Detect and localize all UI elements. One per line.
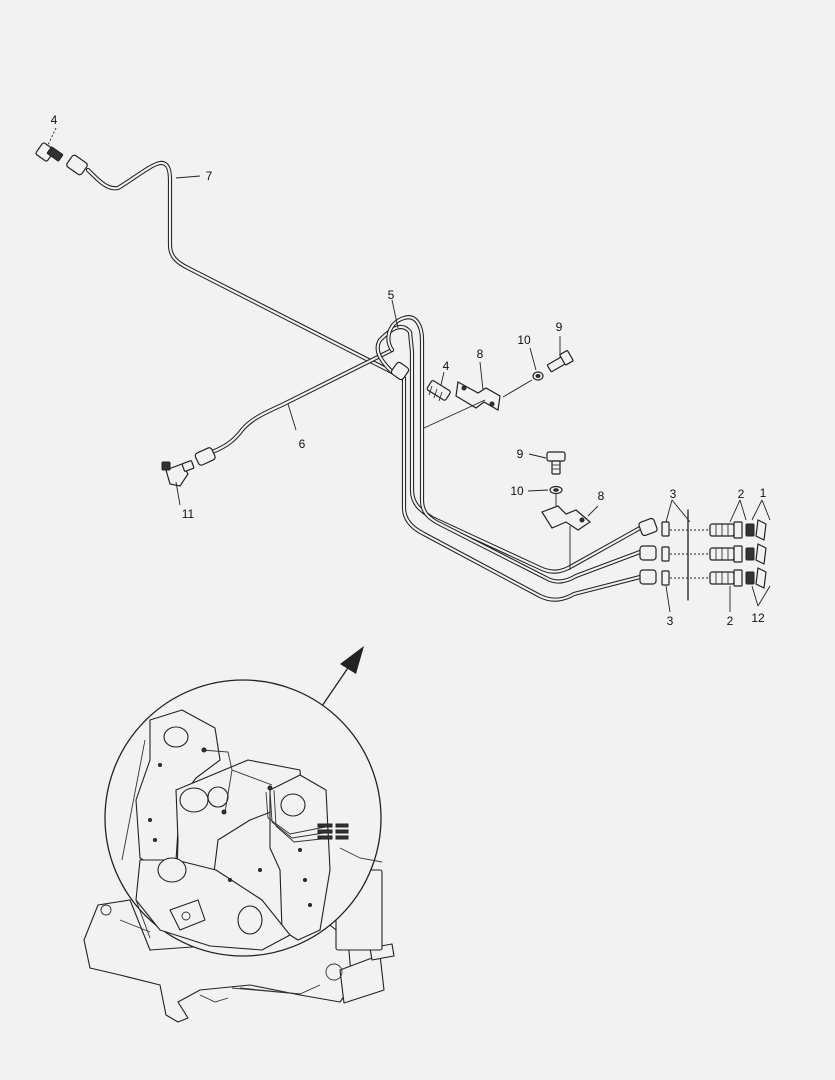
callout-4-left: 4: [51, 113, 58, 127]
clamp-8-lower: [541, 494, 591, 570]
leader-lines: [175, 175, 771, 613]
seal-ring-3: [661, 521, 670, 586]
callout-11: 11: [182, 507, 195, 521]
pipe-nut-5: [390, 361, 410, 381]
pipe-nut-7: [66, 154, 88, 176]
callout-3-upper: 3: [670, 487, 677, 501]
pipe-5-lower: [401, 375, 643, 602]
adapter-fitting-4-center: [426, 380, 451, 402]
callout-12: 12: [751, 611, 765, 625]
elbow-fitting-11: [161, 460, 195, 487]
callout-1: 1: [760, 486, 767, 500]
pipe-5-upper: [375, 324, 643, 574]
callout-2-upper: 2: [738, 487, 745, 501]
callout-9-lower: 9: [517, 447, 524, 461]
bolt-9-upper: [546, 350, 574, 373]
locator-arrow: [321, 646, 364, 707]
callout-8-lower: 8: [598, 489, 605, 503]
bulkhead-connector-2: [709, 521, 743, 587]
nut-1: [745, 523, 755, 585]
callout-4-center: 4: [443, 359, 450, 373]
pipe-7: [85, 160, 395, 375]
adapter-fitting-4-left: [35, 127, 64, 162]
washer-10-lower: [549, 485, 563, 495]
pipe-nut-6: [194, 447, 216, 466]
bolt-9-lower: [546, 451, 566, 475]
pipe-end-nuts: [638, 517, 658, 585]
washer-10-upper: [532, 371, 544, 381]
callout-6: 6: [299, 437, 306, 451]
loader-tower-detail: [121, 709, 349, 951]
callout-10-lower: 10: [510, 484, 524, 498]
pipe-6: [209, 347, 395, 455]
callout-10-upper: 10: [517, 333, 531, 347]
callout-7: 7: [206, 169, 213, 183]
callout-9-upper: 9: [556, 320, 563, 334]
callout-labels: 4 7 5 4 8 10 9 6 11 9 10 8 3 2 1 3 2 12: [51, 113, 767, 628]
machine-frame-overview: [83, 679, 395, 1023]
callout-5: 5: [388, 288, 395, 302]
callout-8-upper: 8: [477, 347, 484, 361]
bulkhead-plate-line: [670, 509, 712, 601]
pipe-5-middle: [386, 315, 643, 584]
callout-3-lower: 3: [667, 614, 674, 628]
clamp-8-upper: [423, 379, 533, 429]
lock-washer-12: [755, 519, 767, 589]
callout-2-lower: 2: [727, 614, 734, 628]
